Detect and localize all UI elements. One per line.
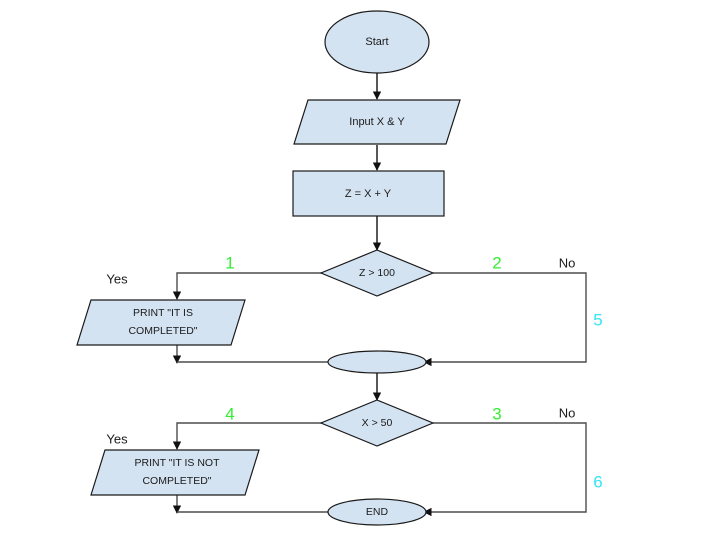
start-ellipse bbox=[324, 10, 430, 74]
edge-number-2: 2 bbox=[492, 253, 501, 272]
branch-label-no-bottom: No bbox=[559, 405, 576, 420]
edge-number-5: 5 bbox=[593, 310, 602, 329]
edge-decision2-no bbox=[423, 422, 587, 517]
process-label: Z = X + Y bbox=[345, 188, 392, 200]
input-label: Input X & Y bbox=[349, 116, 405, 128]
edge-number-4: 4 bbox=[225, 404, 234, 423]
branch-label-no-top: No bbox=[559, 255, 576, 270]
node-print2[interactable]: PRINT "IT IS NOT COMPLETED" bbox=[90, 449, 260, 496]
node-decision1[interactable]: Z > 100 bbox=[319, 249, 435, 297]
print2-label-line2: COMPLETED" bbox=[142, 475, 211, 487]
process-rect bbox=[292, 170, 445, 217]
edge-decision1-yes bbox=[172, 272, 322, 300]
input-parallelogram bbox=[293, 99, 461, 145]
edge-decision1-no bbox=[423, 272, 587, 367]
decision2-diamond bbox=[319, 399, 435, 447]
node-end[interactable]: END bbox=[327, 498, 427, 526]
print1-label-line2: COMPLETED" bbox=[128, 325, 197, 337]
end-label: END bbox=[366, 506, 389, 518]
edge-number-3: 3 bbox=[492, 404, 501, 423]
decision1-label: Z > 100 bbox=[359, 267, 395, 279]
decision2-label: X > 50 bbox=[362, 417, 393, 429]
edge-decision2-yes bbox=[172, 422, 322, 450]
print1-parallelogram bbox=[76, 299, 246, 346]
print2-parallelogram bbox=[90, 449, 260, 496]
merge-ellipse bbox=[327, 350, 427, 374]
node-process[interactable]: Z = X + Y bbox=[292, 170, 445, 217]
node-input[interactable]: Input X & Y bbox=[293, 99, 461, 145]
node-start[interactable]: Start bbox=[324, 10, 430, 74]
branch-label-yes-bottom: Yes bbox=[106, 431, 128, 446]
node-merge-connector[interactable] bbox=[327, 350, 427, 374]
start-label: Start bbox=[365, 36, 388, 48]
edge-number-1: 1 bbox=[225, 253, 234, 272]
decision1-diamond bbox=[319, 249, 435, 297]
node-print1[interactable]: PRINT "IT IS COMPLETED" bbox=[76, 299, 246, 346]
branch-label-yes-top: Yes bbox=[106, 271, 128, 286]
print1-label-line1: PRINT "IT IS bbox=[133, 307, 193, 319]
print2-label-line1: PRINT "IT IS NOT bbox=[134, 457, 220, 469]
edge-number-6: 6 bbox=[593, 472, 602, 491]
node-decision2[interactable]: X > 50 bbox=[319, 399, 435, 447]
end-ellipse bbox=[327, 498, 427, 526]
